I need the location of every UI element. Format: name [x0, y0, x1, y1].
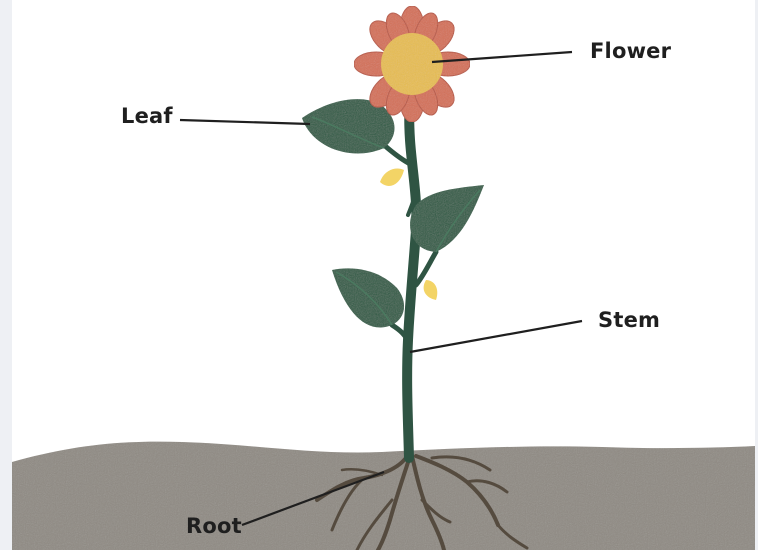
stem-label: Stem	[598, 310, 660, 331]
flower-icon	[354, 6, 470, 122]
flower-label: Flower	[590, 41, 671, 62]
leaf-icon	[302, 99, 484, 327]
leaf-label: Leaf	[121, 106, 173, 127]
stem-leader-line	[410, 321, 582, 352]
diagram-canvas: Flower Leaf Stem Root	[12, 0, 755, 550]
root-label: Root	[186, 516, 242, 537]
plant-illustration	[12, 0, 755, 550]
leaf-leader-line	[180, 120, 310, 124]
stem-icon	[384, 100, 436, 458]
